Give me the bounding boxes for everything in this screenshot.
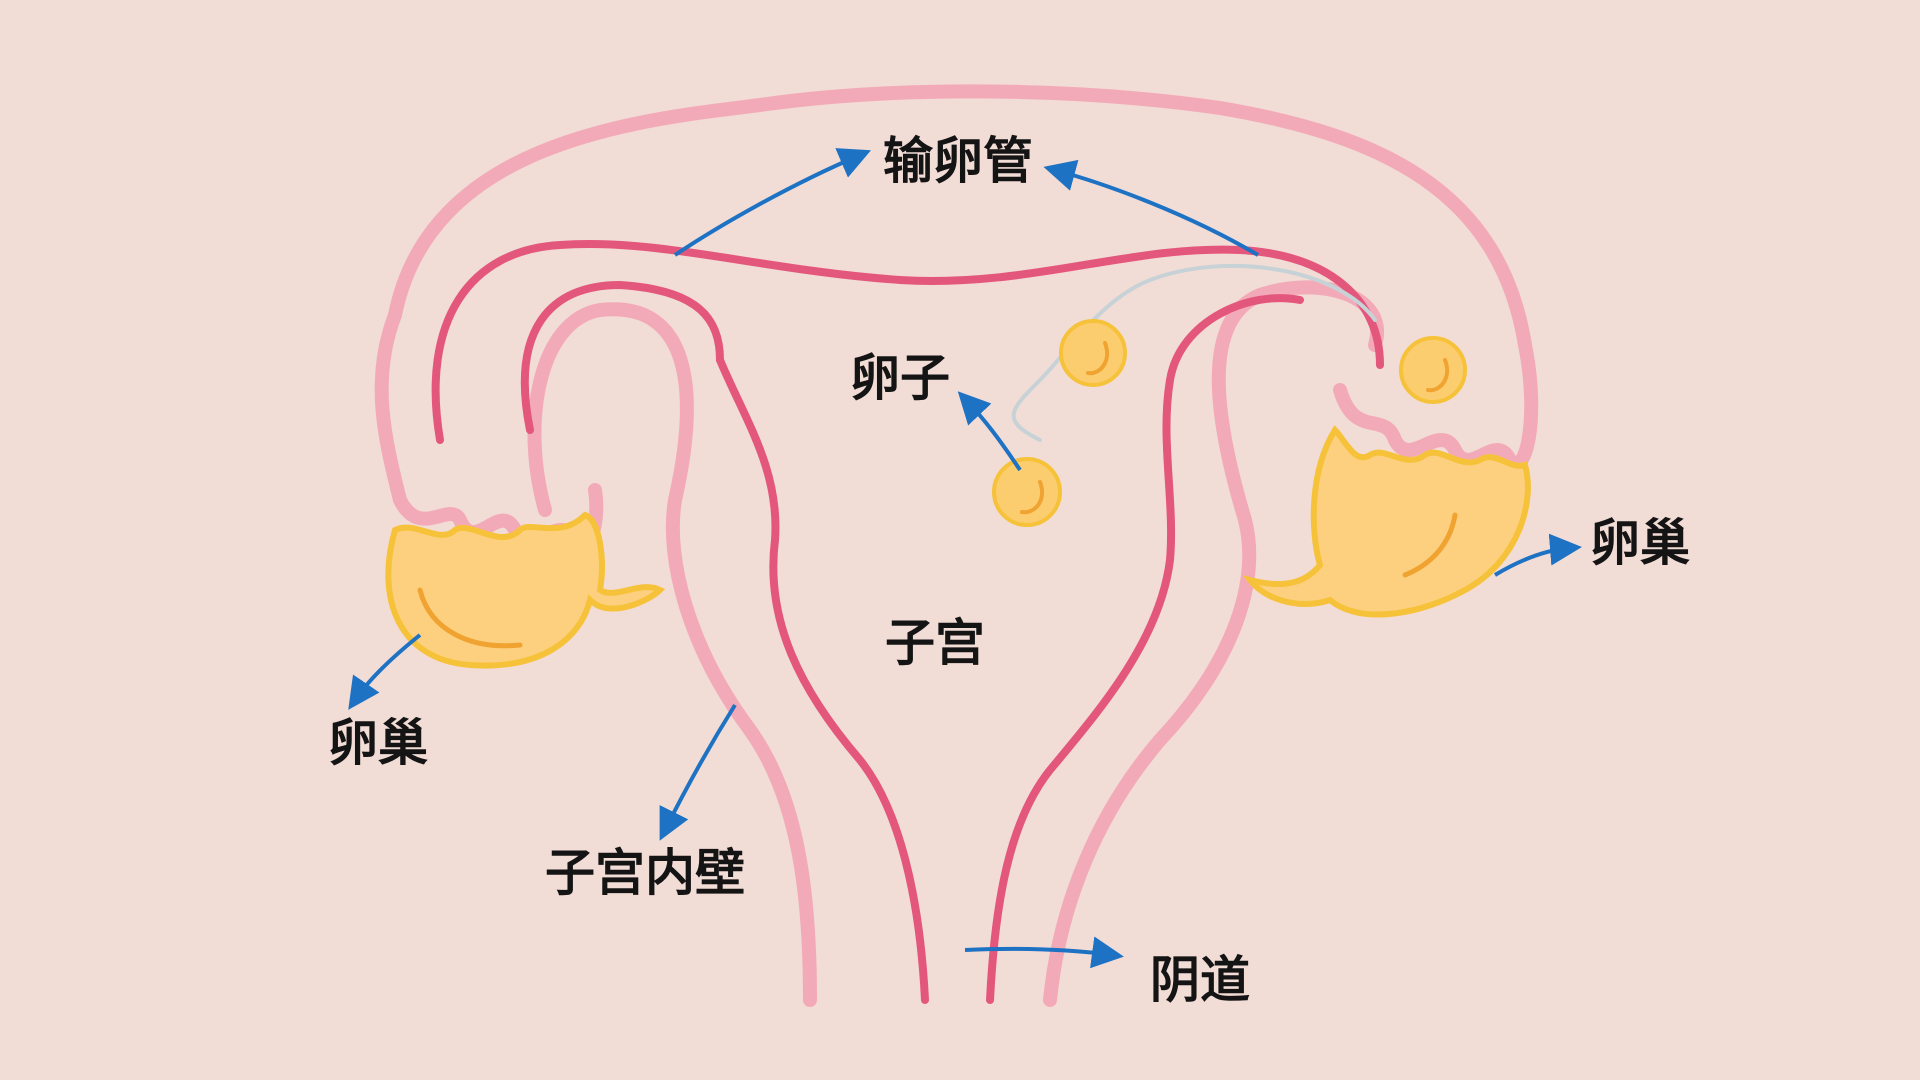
ovary-right-shadow (1402, 512, 1458, 578)
arrow-fallopian-tube-right (1043, 159, 1260, 257)
inner-top-band (431, 240, 1384, 444)
label-ovary-right: 卵巢 (1590, 513, 1690, 572)
arrow-ovary-left (348, 633, 422, 710)
outer-contour (374, 84, 1539, 1007)
egg-1 (1399, 336, 1467, 404)
egg-3 (992, 457, 1062, 527)
outer-right-arm-inner (1043, 280, 1384, 1007)
label-uterus: 子宫 (885, 613, 985, 672)
outer-left-arm-inner (527, 302, 817, 1007)
label-fallopian-tube: 输卵管 (883, 131, 1033, 190)
label-ovary-left: 卵巢 (328, 713, 428, 772)
outer-top-arch (388, 84, 1532, 352)
egg-2 (1059, 319, 1127, 387)
ovary-right-body (1242, 425, 1531, 618)
arrow-endometrium (659, 703, 737, 841)
label-endometrium: 子宫内壁 (545, 843, 745, 902)
outer-right-fimbriae (1333, 338, 1539, 471)
arrow-vagina (964, 936, 1124, 969)
inner-left-wall (716, 356, 929, 1004)
ovary-left (385, 511, 666, 669)
label-egg: 卵子 (850, 348, 950, 407)
label-vagina: 阴道 (1150, 950, 1250, 1009)
ovary-left-shadow (417, 587, 523, 649)
inner-contour (431, 240, 1384, 1004)
ovary-right (1242, 425, 1531, 618)
arrow-ovary-right (1493, 533, 1582, 577)
inner-right-wall (986, 294, 1304, 1004)
inner-top-band-lower (520, 280, 724, 434)
arrow-egg (957, 391, 1022, 472)
arrow-fallopian-tube-left (673, 148, 872, 257)
pointer-arrows (348, 148, 1582, 969)
ovary-left-body (385, 511, 666, 669)
outer-left-fimbriae (374, 308, 604, 553)
egg-travel-path (1011, 263, 1377, 442)
